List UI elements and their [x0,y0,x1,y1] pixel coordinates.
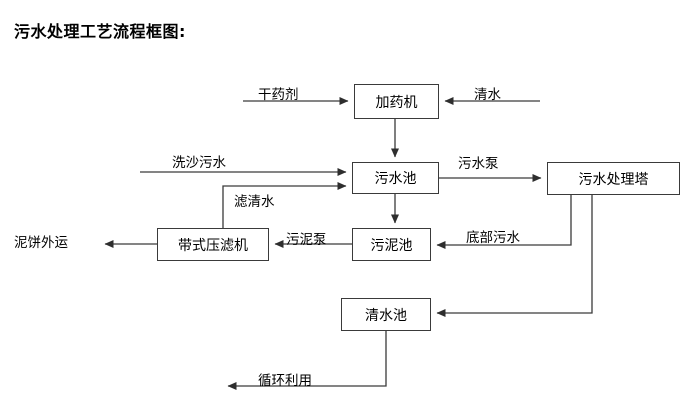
node-label: 清水池 [365,307,407,324]
edge-label-filtered-clear-water: 滤清水 [234,194,275,210]
edge-clearwater-pool-to-recycle [227,331,387,390]
node-wastewater-pool[interactable]: 污水池 [352,162,439,194]
node-sludge-pool[interactable]: 污泥池 [352,228,431,261]
edge-label-sludge-pump: 污泥泵 [286,232,327,248]
edge-tower-to-clearwater-pool [436,195,593,317]
edge-filterpress-to-wastewater-pool [222,182,347,228]
page-title: 污水处理工艺流程框图: [14,22,186,41]
node-label: 带式压滤机 [178,237,248,254]
node-label: 污水池 [374,171,417,187]
edge-label-dry-chemical: 干药剂 [258,87,299,103]
node-treatment-tower[interactable]: 污水处理塔 [547,162,680,195]
edge-label-sewage-pump: 污水泵 [458,156,499,172]
edge-label-clean-water: 清水 [474,87,501,103]
edge-label-bottom-sewage: 底部污水 [466,230,520,246]
node-label: 污泥池 [370,237,413,254]
node-clear-water-pool[interactable]: 清水池 [341,298,431,331]
edge-label-recycle-reuse: 循环利用 [258,373,312,389]
node-dosing-machine[interactable]: 加药机 [354,84,439,119]
node-label: 加药机 [375,94,418,111]
edge-label-sand-wash-sewage: 洗沙污水 [172,155,226,171]
edge-tower-to-sludge-pool [436,195,572,249]
node-belt-filter-press[interactable]: 带式压滤机 [157,228,269,261]
terminal-label-mud-cake-transport: 泥饼外运 [14,235,68,251]
node-label: 污水处理塔 [578,171,649,188]
